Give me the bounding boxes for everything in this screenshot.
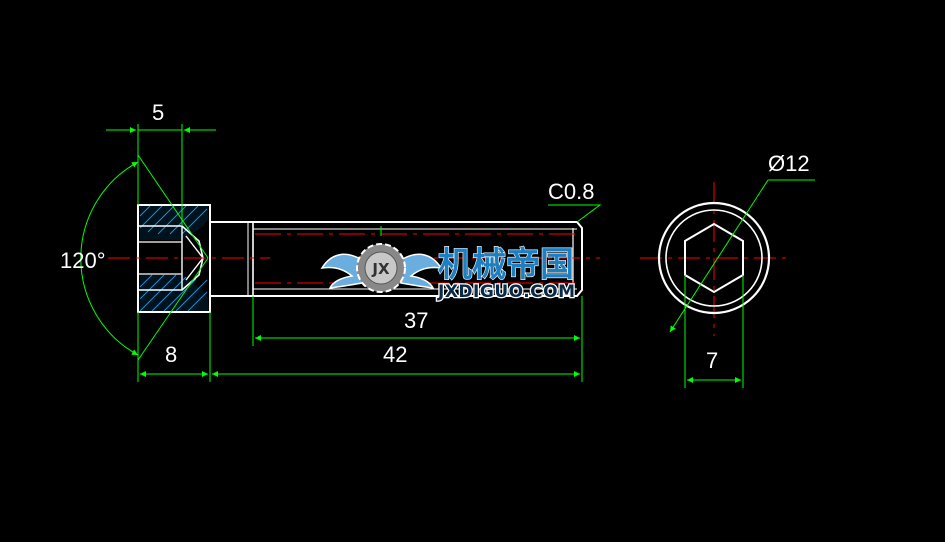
emblem-text: JX <box>371 260 390 278</box>
bolt-head-side-view <box>137 204 211 313</box>
diameter-label: Ø12 <box>768 151 810 176</box>
watermark-title: 机械帝国 <box>438 245 574 285</box>
socket-width-label: 7 <box>706 348 718 373</box>
bolt-shank-side-view <box>210 221 583 297</box>
angle-label: 120° <box>60 248 106 273</box>
bolt-end-view <box>657 201 771 315</box>
head-height-label: 5 <box>152 100 164 125</box>
watermark-logo: JX 机械帝国 JXDIGUO.COM <box>320 243 576 303</box>
dimension-labels: 5 120° C0.8 Ø12 37 42 8 7 <box>60 100 810 373</box>
overall-length-label: 42 <box>383 342 407 367</box>
chamfer-label: C0.8 <box>548 179 594 204</box>
head-length-label: 8 <box>165 342 177 367</box>
wing-right-icon <box>396 253 443 289</box>
thread-length-label: 37 <box>404 308 428 333</box>
wing-left-icon <box>320 253 367 289</box>
dimension-lines <box>80 124 815 388</box>
watermark-url: JXDIGUO.COM <box>437 282 576 302</box>
